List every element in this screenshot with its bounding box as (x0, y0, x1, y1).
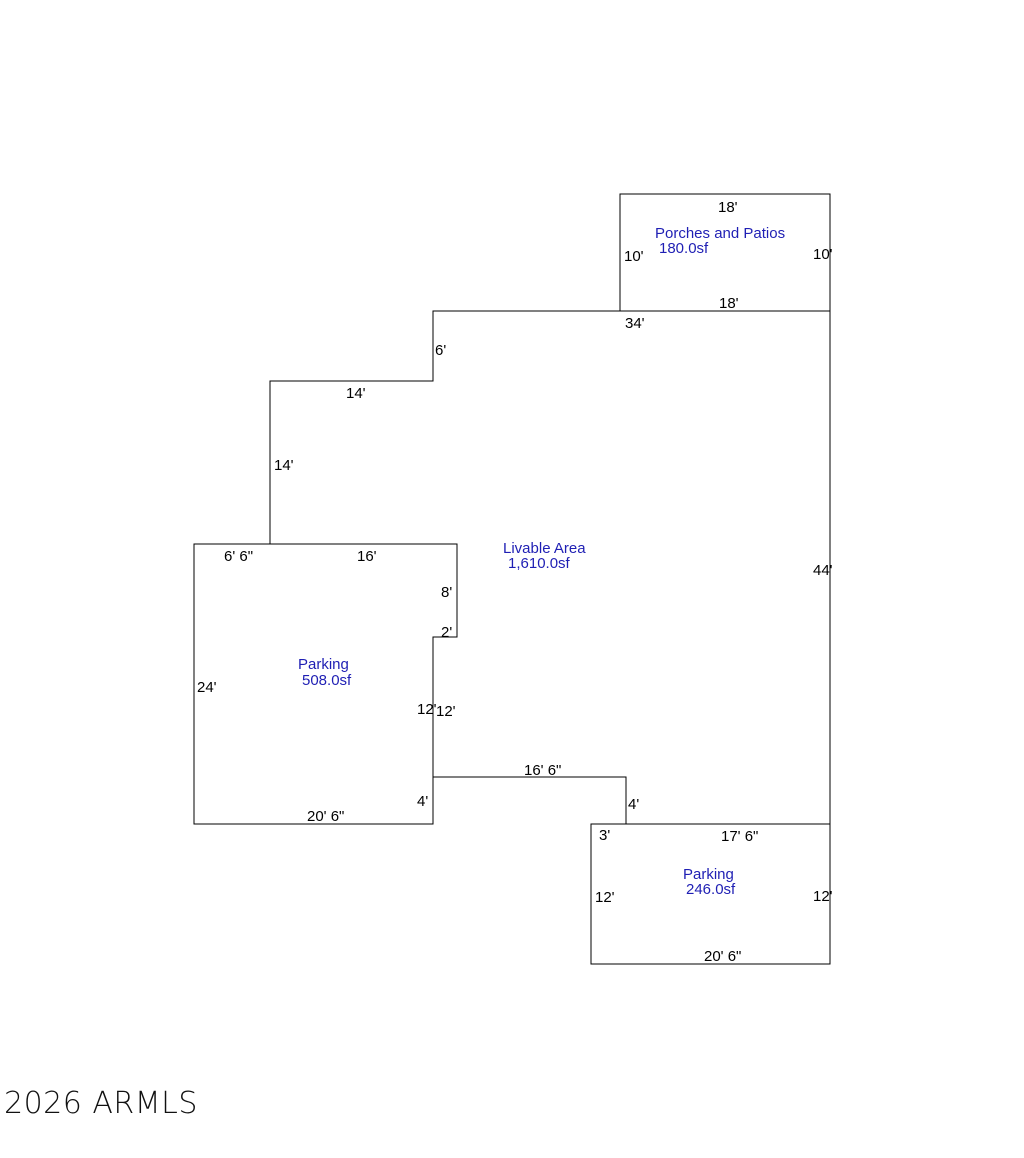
dim-livable-right-wall: 44' (813, 562, 833, 579)
dim-livable-bottom: 16' 6" (524, 762, 561, 779)
livable-area-label: Livable Area 1,610.0sf (503, 540, 586, 572)
livable-size: 1,610.0sf (508, 555, 571, 572)
dim-porch-left: 10' (624, 248, 644, 265)
dim-parking-left-bottom: 20' 6" (307, 808, 344, 825)
dim-parking-left-corner: 4' (417, 793, 428, 810)
parking-right-outline (590, 823, 831, 965)
dim-porch-bottom: 18' (719, 295, 739, 312)
parking-left-name: Parking (298, 656, 349, 673)
dim-livable-inner-wall: 12' (436, 703, 456, 720)
dim-porch-top: 18' (718, 199, 738, 216)
dim-livable-bottom-step: 4' (628, 796, 639, 813)
dim-parking-left-inner: 12' (417, 701, 437, 718)
dim-livable-left-wall: 14' (274, 457, 294, 474)
dim-porch-right: 10' (813, 246, 833, 263)
dim-livable-top: 34' (625, 315, 645, 332)
dim-parking-right-right: 12' (813, 888, 833, 905)
dim-parking-right-bottom: 20' 6" (704, 948, 741, 965)
parking-left-size: 508.0sf (302, 672, 352, 689)
dim-parking-left-top-short: 6' 6" (224, 548, 253, 565)
parking-right-area-label: Parking 246.0sf (683, 866, 736, 898)
dim-parking-right-top: 17' 6" (721, 828, 758, 845)
parking-right-size: 246.0sf (686, 881, 736, 898)
dim-parking-left-top: 16' (357, 548, 377, 565)
parking-left-outline (193, 543, 434, 825)
parking-right-name: Parking (683, 866, 734, 883)
livable-name: Livable Area (503, 540, 586, 557)
dim-parking-right-corner: 3' (599, 827, 610, 844)
porches-area-label: Porches and Patios 180.0sf (655, 225, 785, 257)
dim-livable-step-vertical: 6' (435, 342, 446, 359)
dim-livable-step-horizontal: 14' (346, 385, 366, 402)
dim-parking-right-left: 12' (595, 889, 615, 906)
porches-size: 180.0sf (659, 240, 709, 257)
porches-name: Porches and Patios (655, 225, 785, 242)
dim-livable-notch-horizontal: 2' (441, 624, 452, 641)
dim-livable-notch-vertical: 8' (441, 584, 452, 601)
copyright-watermark: 2026 ARMLS (4, 1086, 198, 1121)
dim-parking-left-side: 24' (197, 679, 217, 696)
parking-left-area-label: Parking 508.0sf (298, 656, 352, 689)
